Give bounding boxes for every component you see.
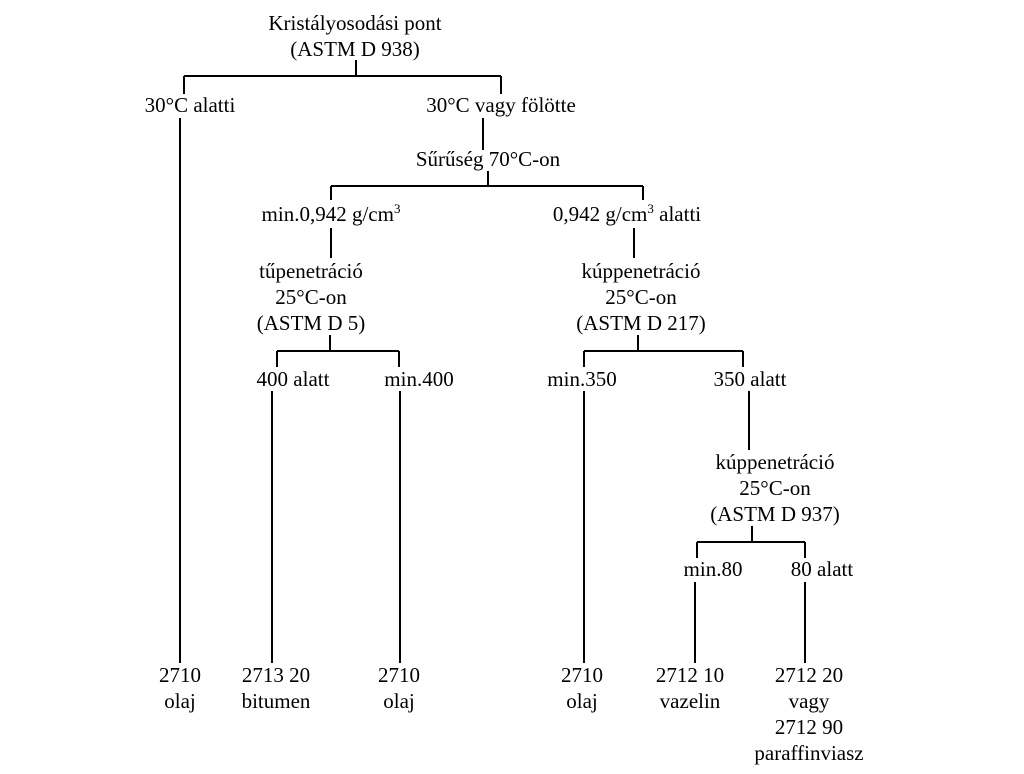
min-80-node: min.80 bbox=[684, 556, 743, 582]
node-line: 2712 90 bbox=[774, 715, 844, 739]
node-line: paraffinviasz bbox=[754, 741, 864, 765]
node-line: (ASTM D 938) bbox=[290, 37, 420, 61]
node-line: 2712 20 bbox=[774, 663, 844, 687]
node-line: kúppenetráció bbox=[715, 450, 835, 474]
node-line: (ASTM D 5) bbox=[256, 311, 366, 335]
node-line: min.80 bbox=[683, 557, 743, 581]
node-line: 25°C-on bbox=[275, 285, 347, 309]
result-node-5: 2712 10 vazelin bbox=[656, 662, 724, 714]
density-node: Sűrűség 70°C-on bbox=[416, 146, 560, 172]
node-line: 25°C-on bbox=[605, 285, 677, 309]
cone-penetration-node-2: kúppenetráció 25°C-on (ASTM D 937) bbox=[710, 449, 840, 527]
cone-penetration-node-1: kúppenetráció 25°C-on (ASTM D 217) bbox=[576, 258, 706, 336]
node-line: 30°C alatti bbox=[144, 93, 236, 117]
node-line: 350 alatt bbox=[713, 367, 787, 391]
node-line: (ASTM D 937) bbox=[710, 502, 840, 526]
node-line: 2713 20 bbox=[241, 663, 311, 687]
node-line: 0,942 g/cm3 alatti bbox=[553, 201, 701, 227]
node-line: 30°C vagy fölötte bbox=[426, 93, 576, 117]
node-line: min.400 bbox=[384, 367, 454, 391]
node-line: kúppenetráció bbox=[581, 259, 701, 283]
density-below-node: 0,942 g/cm3 alatti bbox=[553, 201, 701, 227]
result-node-3: 2710 olaj bbox=[378, 662, 420, 714]
density-min-text: min.0,942 g/cm bbox=[261, 202, 394, 226]
node-line: Kristályosodási pont bbox=[268, 11, 442, 35]
node-line: min.350 bbox=[547, 367, 617, 391]
result-node-2: 2713 20 bitumen bbox=[242, 662, 311, 714]
above-30c-node: 30°C vagy fölötte bbox=[426, 92, 576, 118]
min-350-node: min.350 bbox=[547, 366, 616, 392]
node-line: 2710 bbox=[561, 663, 603, 687]
node-line: bitumen bbox=[241, 689, 311, 713]
node-line: olaj bbox=[566, 689, 598, 713]
density-below-text: 0,942 g/cm bbox=[552, 202, 648, 226]
result-node-6: 2712 20 vagy 2712 90 paraffinviasz bbox=[754, 662, 863, 766]
result-node-4: 2710 olaj bbox=[561, 662, 603, 714]
below-30c-node: 30°C alatti bbox=[145, 92, 236, 118]
density-below-exponent: 3 bbox=[647, 201, 654, 216]
density-below-suffix: alatti bbox=[653, 202, 702, 226]
node-line: Sűrűség 70°C-on bbox=[415, 147, 561, 171]
needle-penetration-node: tűpenetráció 25°C-on (ASTM D 5) bbox=[257, 258, 366, 336]
node-line: 2710 bbox=[378, 663, 420, 687]
min-400-node: min.400 bbox=[384, 366, 453, 392]
result-node-1: 2710 olaj bbox=[159, 662, 201, 714]
below-350-node: 350 alatt bbox=[714, 366, 787, 392]
node-line: 25°C-on bbox=[739, 476, 811, 500]
node-line: min.0,942 g/cm3 bbox=[262, 201, 401, 227]
node-line: 400 alatt bbox=[256, 367, 330, 391]
node-line: (ASTM D 217) bbox=[576, 311, 706, 335]
density-min-exponent: 3 bbox=[393, 201, 401, 216]
root-node: Kristályosodási pont (ASTM D 938) bbox=[268, 10, 441, 62]
node-line: 80 alatt bbox=[790, 557, 854, 581]
node-line: tűpenetráció bbox=[259, 259, 363, 283]
node-line: olaj bbox=[383, 689, 415, 713]
node-line: 2710 bbox=[159, 663, 201, 687]
node-line: olaj bbox=[164, 689, 196, 713]
node-line: vazelin bbox=[659, 689, 721, 713]
node-line: 2712 10 bbox=[655, 663, 725, 687]
below-400-node: 400 alatt bbox=[257, 366, 330, 392]
density-min-node: min.0,942 g/cm3 bbox=[262, 201, 401, 227]
below-80-node: 80 alatt bbox=[791, 556, 853, 582]
node-line: vagy bbox=[788, 689, 830, 713]
